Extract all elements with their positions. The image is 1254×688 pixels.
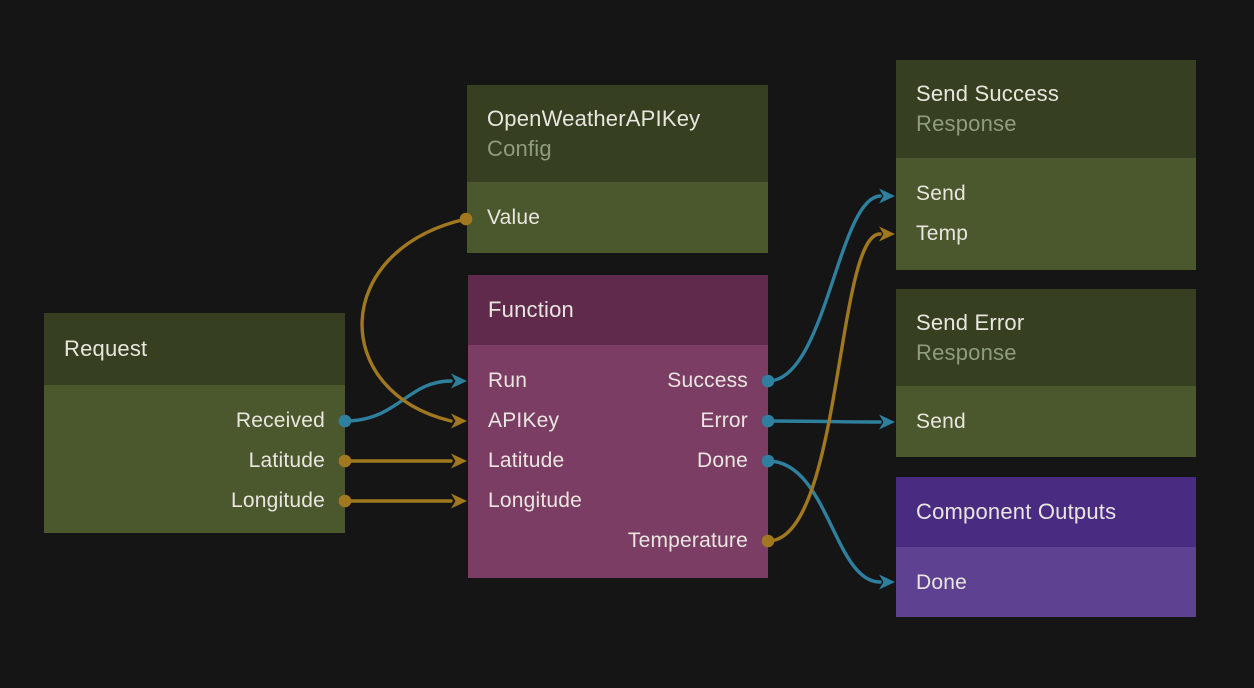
node-openweather-apikey[interactable]: OpenWeatherAPIKey Config Value xyxy=(467,85,768,253)
node-header[interactable]: Request xyxy=(44,313,345,385)
port-arrow-sendsuccess-temp[interactable] xyxy=(879,226,895,242)
port-apikey: APIKey xyxy=(488,409,560,432)
node-subtitle: Config xyxy=(487,135,552,161)
port-arrow-function-longitude[interactable] xyxy=(451,493,467,509)
port-row: Done xyxy=(896,563,1196,603)
node-header[interactable]: Send Error Response xyxy=(896,289,1196,386)
port-row: Longitude xyxy=(468,481,768,521)
port-done: Done xyxy=(916,571,968,594)
port-row: Temp xyxy=(896,214,1196,254)
port-row: APIKey Error xyxy=(468,401,768,441)
port-latitude: Latitude xyxy=(488,449,565,472)
node-body: Value xyxy=(467,182,768,253)
port-longitude: Longitude xyxy=(230,489,325,512)
node-subtitle: Response xyxy=(916,111,1017,136)
node-send-success[interactable]: Send Success Response Send Temp xyxy=(896,60,1196,270)
node-title: Send Error xyxy=(916,309,1025,335)
node-title: Request xyxy=(64,336,148,361)
connection-request-received-to-function-run[interactable] xyxy=(338,373,467,428)
node-body: Done xyxy=(896,547,1196,617)
port-row: Temperature xyxy=(468,521,768,561)
port-row: Run Success xyxy=(468,361,768,401)
port-run: Run xyxy=(488,369,528,392)
edge-path[interactable] xyxy=(766,194,882,383)
port-error: Error xyxy=(700,409,748,432)
node-header[interactable]: Component Outputs xyxy=(896,477,1196,547)
connection-function-error-to-senderror-send[interactable] xyxy=(761,414,895,430)
node-header[interactable]: Function xyxy=(468,275,768,345)
edge-path[interactable] xyxy=(360,217,468,423)
port-temperature: Temperature xyxy=(627,529,748,552)
connection-openweatherapikey-value-to-function-apikey[interactable] xyxy=(360,212,473,429)
port-row: Longitude xyxy=(44,481,345,521)
port-arrow-sendsuccess-send[interactable] xyxy=(879,188,895,204)
port-latitude: Latitude xyxy=(248,449,325,472)
port-temp: Temp xyxy=(916,222,969,245)
port-arrow-componentoutputs-done[interactable] xyxy=(879,574,895,590)
port-send: Send xyxy=(916,410,966,433)
node-title: Function xyxy=(488,297,574,322)
connection-request-latitude-to-function-latitude[interactable] xyxy=(338,453,467,469)
node-send-error[interactable]: Send Error Response Send xyxy=(896,289,1196,457)
port-send: Send xyxy=(916,182,966,205)
port-arrow-function-run[interactable] xyxy=(451,373,467,389)
port-arrow-function-apikey[interactable] xyxy=(451,413,467,429)
edge-path[interactable] xyxy=(343,379,453,423)
port-row: Latitude Done xyxy=(468,441,768,481)
node-body: Run Success APIKey Error Latitude Done L… xyxy=(468,345,768,578)
port-row: Value xyxy=(467,198,768,238)
port-success: Success xyxy=(667,369,748,392)
port-row: Latitude xyxy=(44,441,345,481)
node-function[interactable]: Function Run Success APIKey Error Latitu… xyxy=(468,275,768,578)
node-component-outputs[interactable]: Component Outputs Done xyxy=(896,477,1196,617)
port-value: Value xyxy=(487,206,541,229)
port-arrow-function-latitude[interactable] xyxy=(451,453,467,469)
connection-function-success-to-sendsuccess-send[interactable] xyxy=(761,188,895,388)
port-longitude: Longitude xyxy=(488,489,583,512)
edge-path[interactable] xyxy=(766,459,882,584)
node-title: Send Success xyxy=(916,81,1060,106)
port-arrow-senderror-send[interactable] xyxy=(879,414,895,430)
node-subtitle: Response xyxy=(916,339,1017,365)
node-request[interactable]: Request Received Latitude Longitude xyxy=(44,313,345,533)
port-row: Send xyxy=(896,402,1196,442)
port-received: Received xyxy=(235,409,325,432)
port-done: Done xyxy=(696,449,748,472)
edge-path[interactable] xyxy=(766,232,882,543)
connection-function-done-to-componentoutputs-done[interactable] xyxy=(761,454,895,590)
node-title: OpenWeatherAPIKey xyxy=(487,105,701,131)
node-header[interactable]: Send Success Response xyxy=(896,60,1196,158)
node-title: Component Outputs xyxy=(916,499,1117,524)
connection-request-longitude-to-function-longitude[interactable] xyxy=(338,493,467,509)
port-row: Send xyxy=(896,174,1196,214)
node-body: Send xyxy=(896,386,1196,457)
port-row: Received xyxy=(44,401,345,441)
edge-path[interactable] xyxy=(766,419,882,424)
node-header[interactable]: OpenWeatherAPIKey Config xyxy=(467,85,768,182)
connection-function-temperature-to-sendsuccess-temp[interactable] xyxy=(761,226,895,548)
node-body: Received Latitude Longitude xyxy=(44,385,345,533)
node-body: Send Temp xyxy=(896,158,1196,270)
